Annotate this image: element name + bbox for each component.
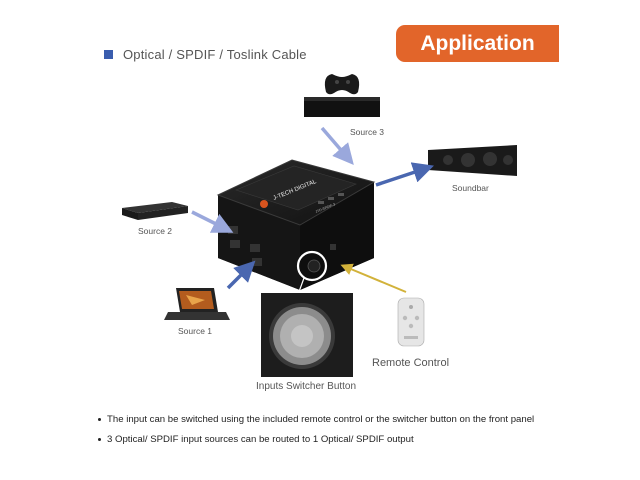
arrow-source1 — [226, 260, 256, 290]
feature-item: 3 Optical/ SPDIF input sources can be ro… — [98, 434, 534, 445]
feature-text: The input can be switched using the incl… — [107, 414, 535, 425]
switcher-button-label: Inputs Switcher Button — [256, 381, 357, 392]
soundbar-device — [428, 145, 517, 176]
feature-list: The input can be switched using the incl… — [98, 414, 534, 454]
legend-color-swatch — [104, 50, 113, 59]
application-badge: Application — [396, 25, 559, 62]
remote-control-label: Remote Control — [372, 357, 450, 369]
source2-label: Source 2 — [138, 226, 173, 236]
switch-device: J-TECH DIGITAL JTD-SPDIF-3 — [216, 159, 376, 290]
source2-player — [122, 202, 188, 220]
source3-label: Source 3 — [350, 127, 385, 137]
remote-control-device — [397, 297, 425, 347]
arrow-soundbar — [375, 162, 434, 187]
legend-label: Optical / SPDIF / Toslink Cable — [123, 47, 307, 62]
feature-item: The input can be switched using the incl… — [98, 414, 534, 425]
legend: Optical / SPDIF / Toslink Cable — [104, 47, 307, 62]
source3-console — [304, 74, 380, 117]
switcher-button-closeup — [261, 293, 353, 377]
arrow-remote — [340, 263, 407, 293]
bullet-dot — [98, 418, 101, 421]
source1-laptop — [164, 288, 230, 320]
arrow-source2 — [191, 210, 234, 233]
bullet-dot — [98, 438, 101, 441]
application-badge-label: Application — [420, 31, 535, 55]
soundbar-label: Soundbar — [452, 183, 489, 193]
arrow-source3 — [320, 126, 354, 165]
device-model: JTD-SPDIF-3 — [315, 202, 336, 214]
feature-text: 3 Optical/ SPDIF input sources can be ro… — [107, 434, 414, 445]
button-highlight-circle — [296, 250, 328, 282]
source1-label: Source 1 — [178, 326, 213, 336]
